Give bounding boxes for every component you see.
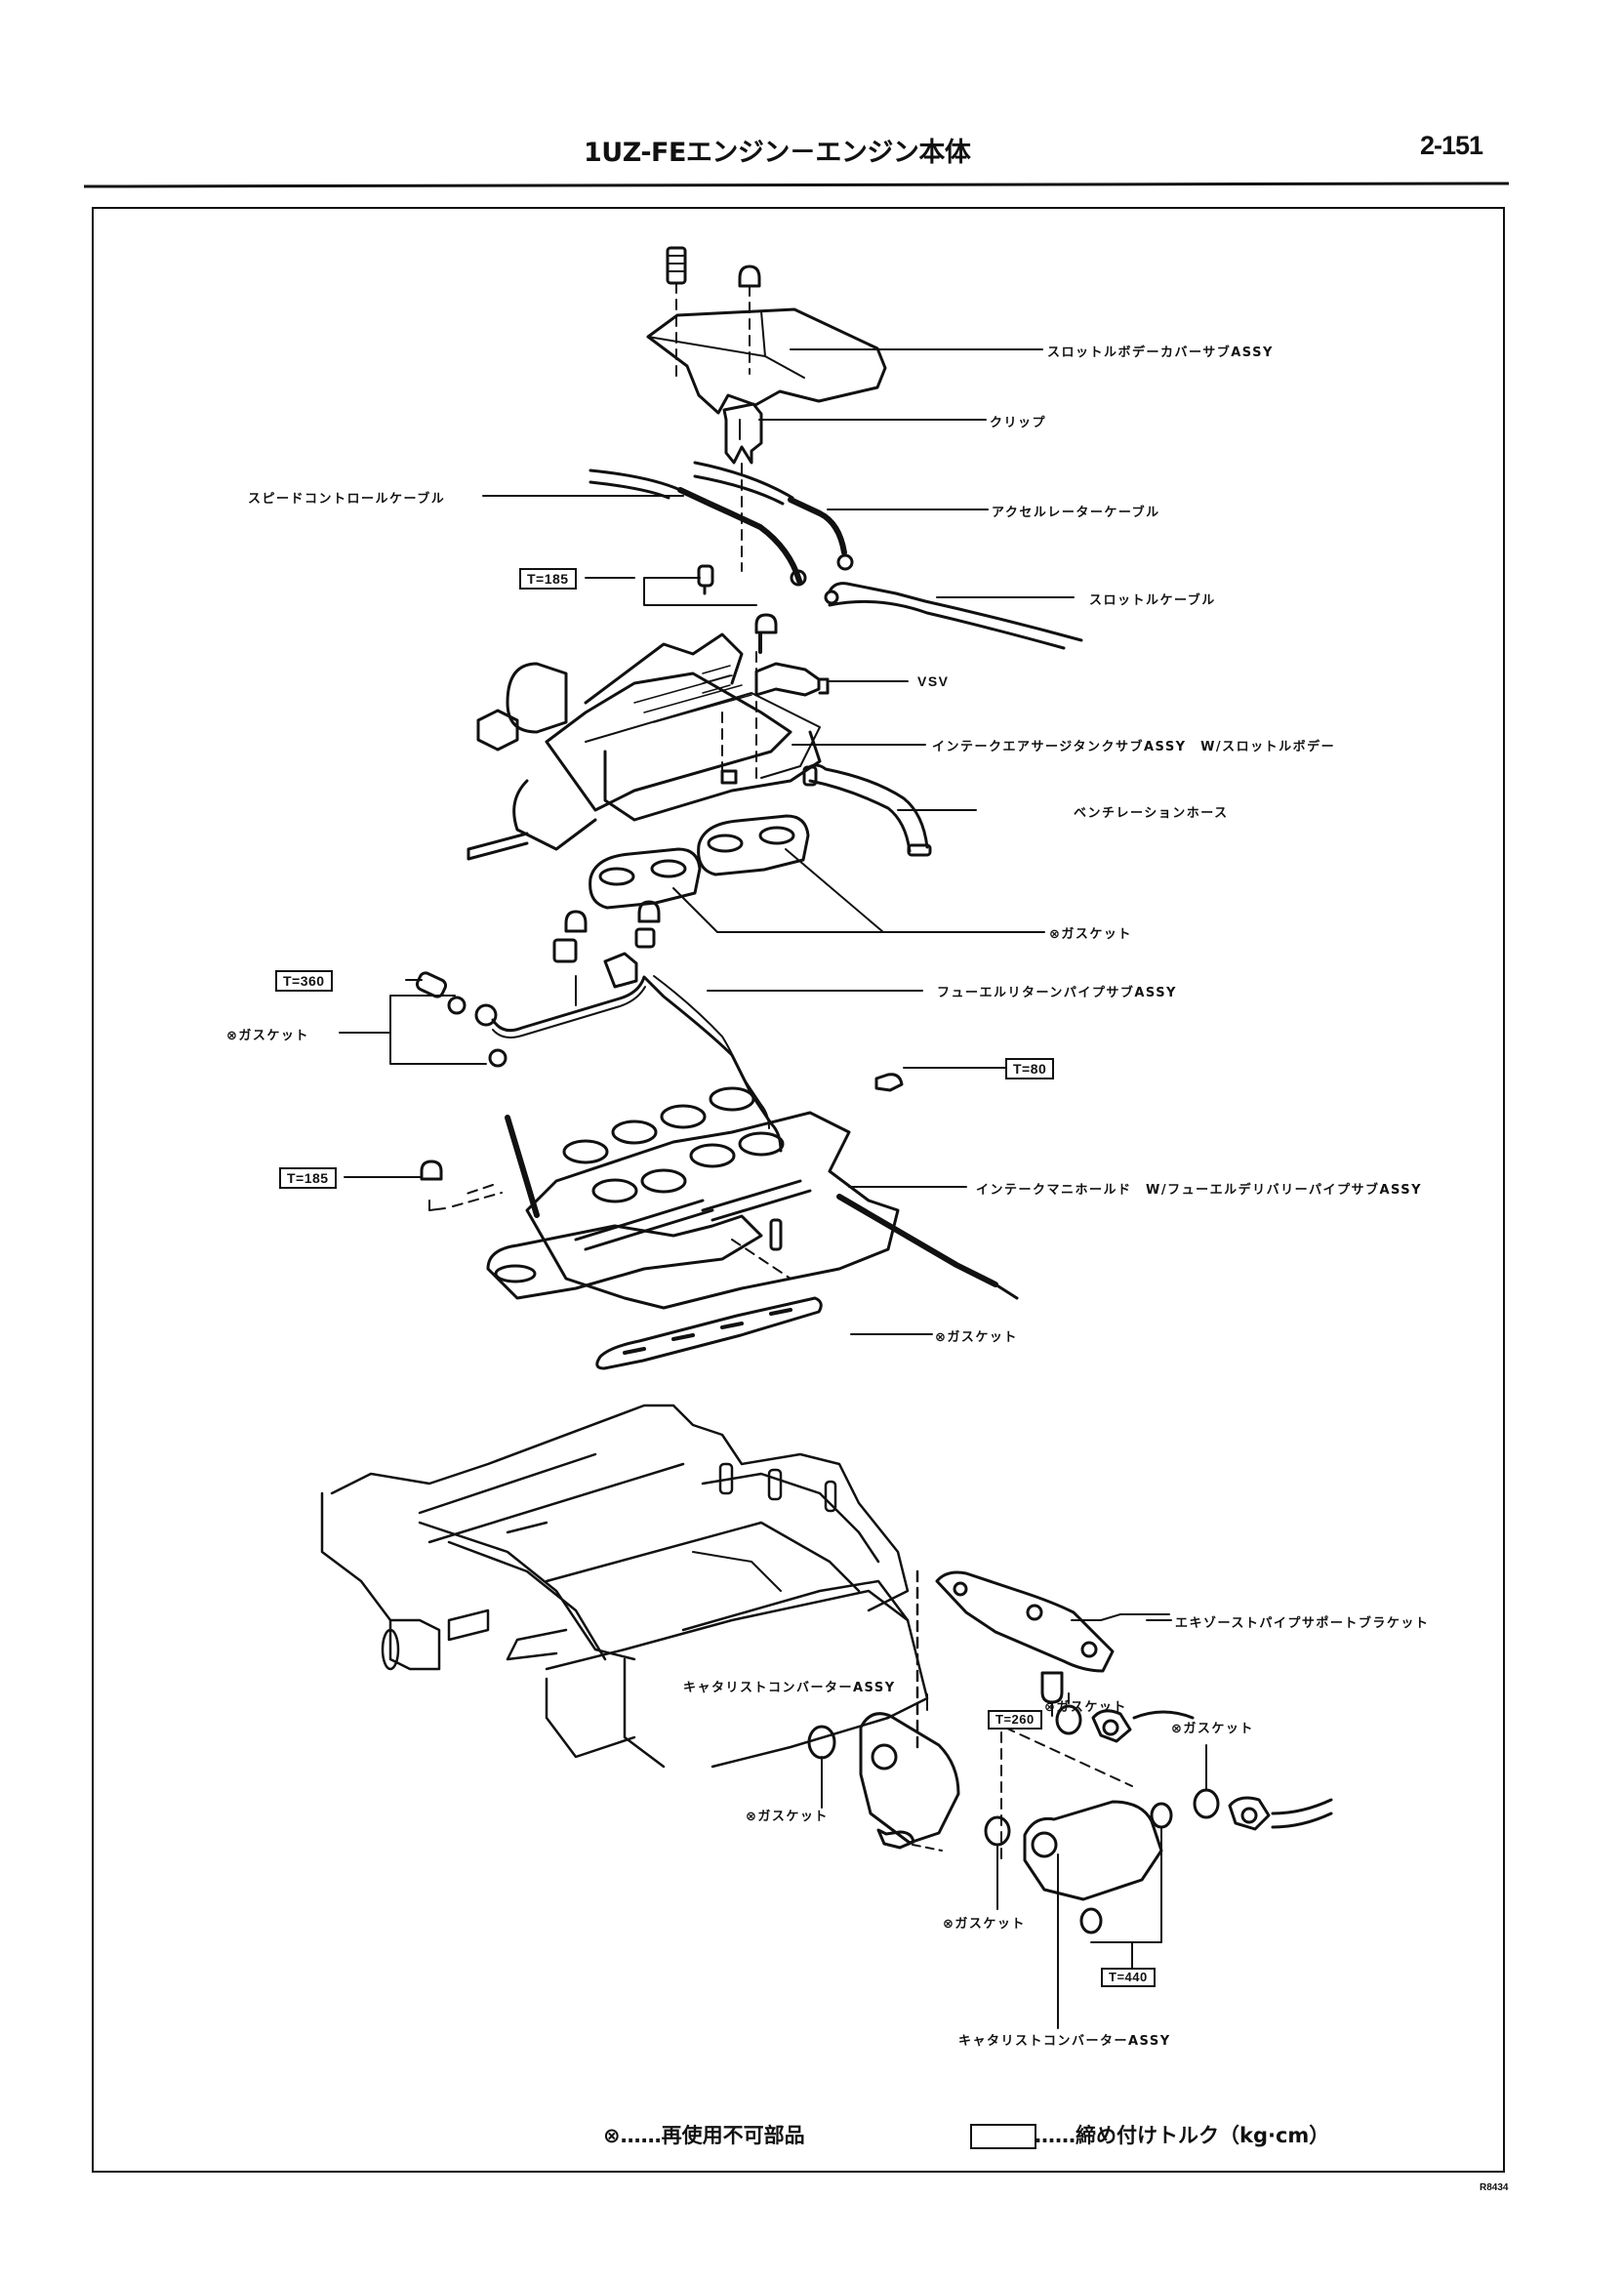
- figure-code: R8434: [1480, 2182, 1509, 2193]
- speed-control-cable-part: [589, 468, 807, 587]
- non-reusable-icon: ⊗: [943, 1917, 955, 1932]
- non-reusable-icon: ⊗: [746, 1810, 758, 1824]
- throttle-body-cover-part: [646, 246, 887, 415]
- legend-non-reusable: ⊗……再使用不可部品: [603, 2120, 805, 2149]
- label-throttle-body-cover: スロットルボデーカバーサブASSY: [1047, 346, 1274, 360]
- fuel-return-pipe-part: [415, 900, 783, 1153]
- leader-lines: [339, 348, 1207, 2029]
- legend-non-reusable-text: ……再使用不可部品: [620, 2124, 805, 2147]
- t185-nut-part: [420, 1160, 443, 1181]
- label-surge-tank: インテークエアサージタンクサブASSY W/スロットルボデー: [932, 740, 1336, 754]
- t80-bolt-part: [874, 1073, 904, 1092]
- page-title: 1UZ-FEエンジン－エンジン本体: [584, 138, 971, 168]
- torque-box-manifold-nut: T=185: [279, 1167, 337, 1189]
- label-gasket-exhaust-1: ⊗ガスケット: [1044, 1700, 1127, 1715]
- legend-torque-text: ……締め付けトルク（kg·cm）: [1035, 2124, 1330, 2147]
- label-exhaust-pipe-support-bracket: エキゾーストパイプサポートブラケット: [1175, 1616, 1430, 1631]
- label-intake-manifold: インテークマニホールド W/フューエルデリバリーパイプサブASSY: [976, 1183, 1423, 1198]
- exhaust-bracket-part: [935, 1570, 1115, 1673]
- label-fuel-return-pipe: フューエルリターンパイプサブASSY: [937, 986, 1177, 1000]
- catalyst-left-part: [807, 1712, 960, 1852]
- alignment-dashes: [675, 282, 751, 382]
- non-reusable-icon: ⊗: [1049, 927, 1062, 942]
- label-catalytic-converter-left: キャタリストコンバーターASSY: [683, 1681, 896, 1695]
- engine-block-part: [320, 1404, 929, 1769]
- torque-box-union-bolt: T=360: [275, 970, 333, 992]
- page-number: 2-151: [1420, 131, 1483, 160]
- torque-box-bracket-bolt: T=260: [988, 1710, 1042, 1730]
- label-gasket-exhaust-2: ⊗ガスケット: [1171, 1722, 1254, 1736]
- label-vsv: VSV: [917, 673, 950, 689]
- non-reusable-icon: ⊗: [603, 2124, 621, 2147]
- exhaust-pipe-gaskets-part: [1055, 1704, 1333, 1831]
- label-accelerator-cable: アクセルレーターケーブル: [992, 506, 1160, 520]
- label-catalytic-converter-right: キャタリストコンバーターASSY: [958, 2034, 1171, 2049]
- label-speed-control-cable: スピードコントロールケーブル: [248, 492, 446, 507]
- torque-box-throttle-nut: T=185: [519, 568, 577, 590]
- surge-tank-gaskets: [589, 814, 810, 910]
- non-reusable-icon: ⊗: [1044, 1700, 1057, 1715]
- non-reusable-icon: ⊗: [935, 1330, 948, 1345]
- label-gasket-exhaust-4: ⊗ガスケット: [943, 1917, 1026, 1932]
- vsv-part: [754, 662, 830, 697]
- clip-part: [722, 402, 763, 465]
- label-gasket-exhaust-3: ⊗ガスケット: [746, 1810, 829, 1824]
- torque-box-converter-nut: T=440: [1101, 1968, 1156, 1987]
- non-reusable-icon: ⊗: [1171, 1722, 1184, 1736]
- diagram-frame: [92, 207, 1505, 2173]
- legend-torque-box-icon: [970, 2124, 1036, 2149]
- label-gasket-fuel-pipe: ⊗ガスケット: [226, 1029, 309, 1043]
- label-clip: クリップ: [990, 416, 1047, 430]
- ventilation-hose-part: [802, 763, 932, 857]
- torque-box-pipe-bolt: T=80: [1005, 1058, 1055, 1079]
- intake-manifold-part: [463, 1086, 1019, 1310]
- surge-tank-part: [467, 564, 822, 861]
- accelerator-cable-part: [693, 461, 854, 571]
- label-throttle-cable: スロットルケーブル: [1089, 593, 1216, 608]
- label-ventilation-hose: ベンチレーションホース: [1074, 806, 1229, 821]
- label-gasket-manifold: ⊗ガスケット: [935, 1330, 1018, 1345]
- non-reusable-icon: ⊗: [226, 1029, 239, 1043]
- manifold-gasket-part: [595, 1296, 823, 1370]
- throttle-cable-part: [824, 582, 1083, 650]
- label-gasket-surge-tank: ⊗ガスケット: [1049, 927, 1132, 942]
